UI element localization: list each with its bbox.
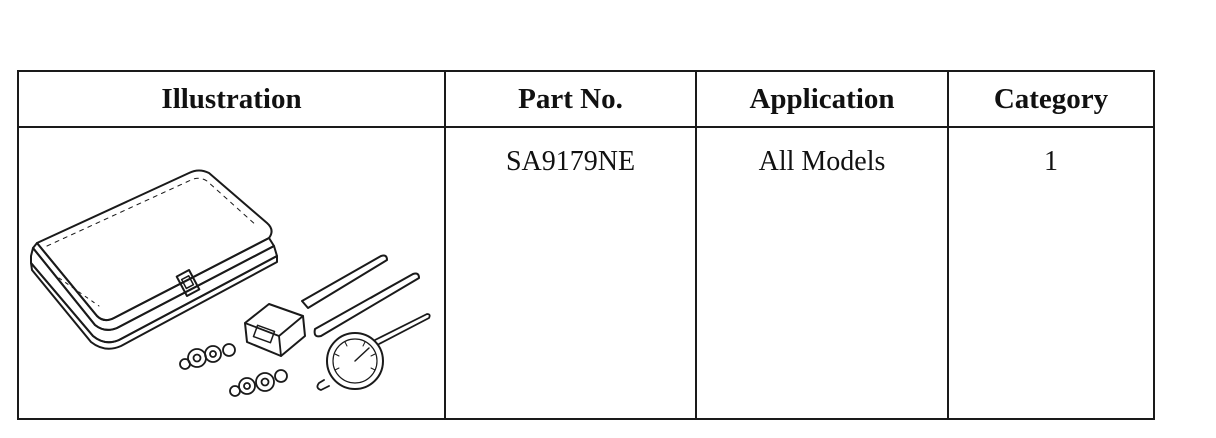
dial-gauge-stem [374, 313, 431, 345]
illustration-cell [17, 126, 446, 420]
dial-gauge-face [326, 332, 384, 390]
dial-indicator-kit-illustration [30, 169, 431, 397]
category-cell: 1 [947, 126, 1155, 420]
clamp-fitting-2 [229, 369, 288, 397]
special-tool-table: Illustration Part No. Application Catego… [17, 70, 1155, 420]
header-illustration: Illustration [17, 70, 446, 128]
case-latch [175, 269, 201, 297]
application-cell: All Models [695, 126, 949, 420]
clamp-fitting-1 [179, 343, 236, 370]
indicator-holder [244, 303, 306, 357]
extension-rod-long [301, 254, 388, 309]
part-no-cell: SA9179NE [444, 126, 697, 420]
header-application: Application [695, 70, 949, 128]
table-row: SA9179NE All Models 1 [17, 126, 1155, 420]
table-header-row: Illustration Part No. Application Catego… [17, 70, 1155, 128]
extension-rod-short [313, 272, 420, 338]
header-part-no: Part No. [444, 70, 697, 128]
header-category: Category [947, 70, 1155, 128]
